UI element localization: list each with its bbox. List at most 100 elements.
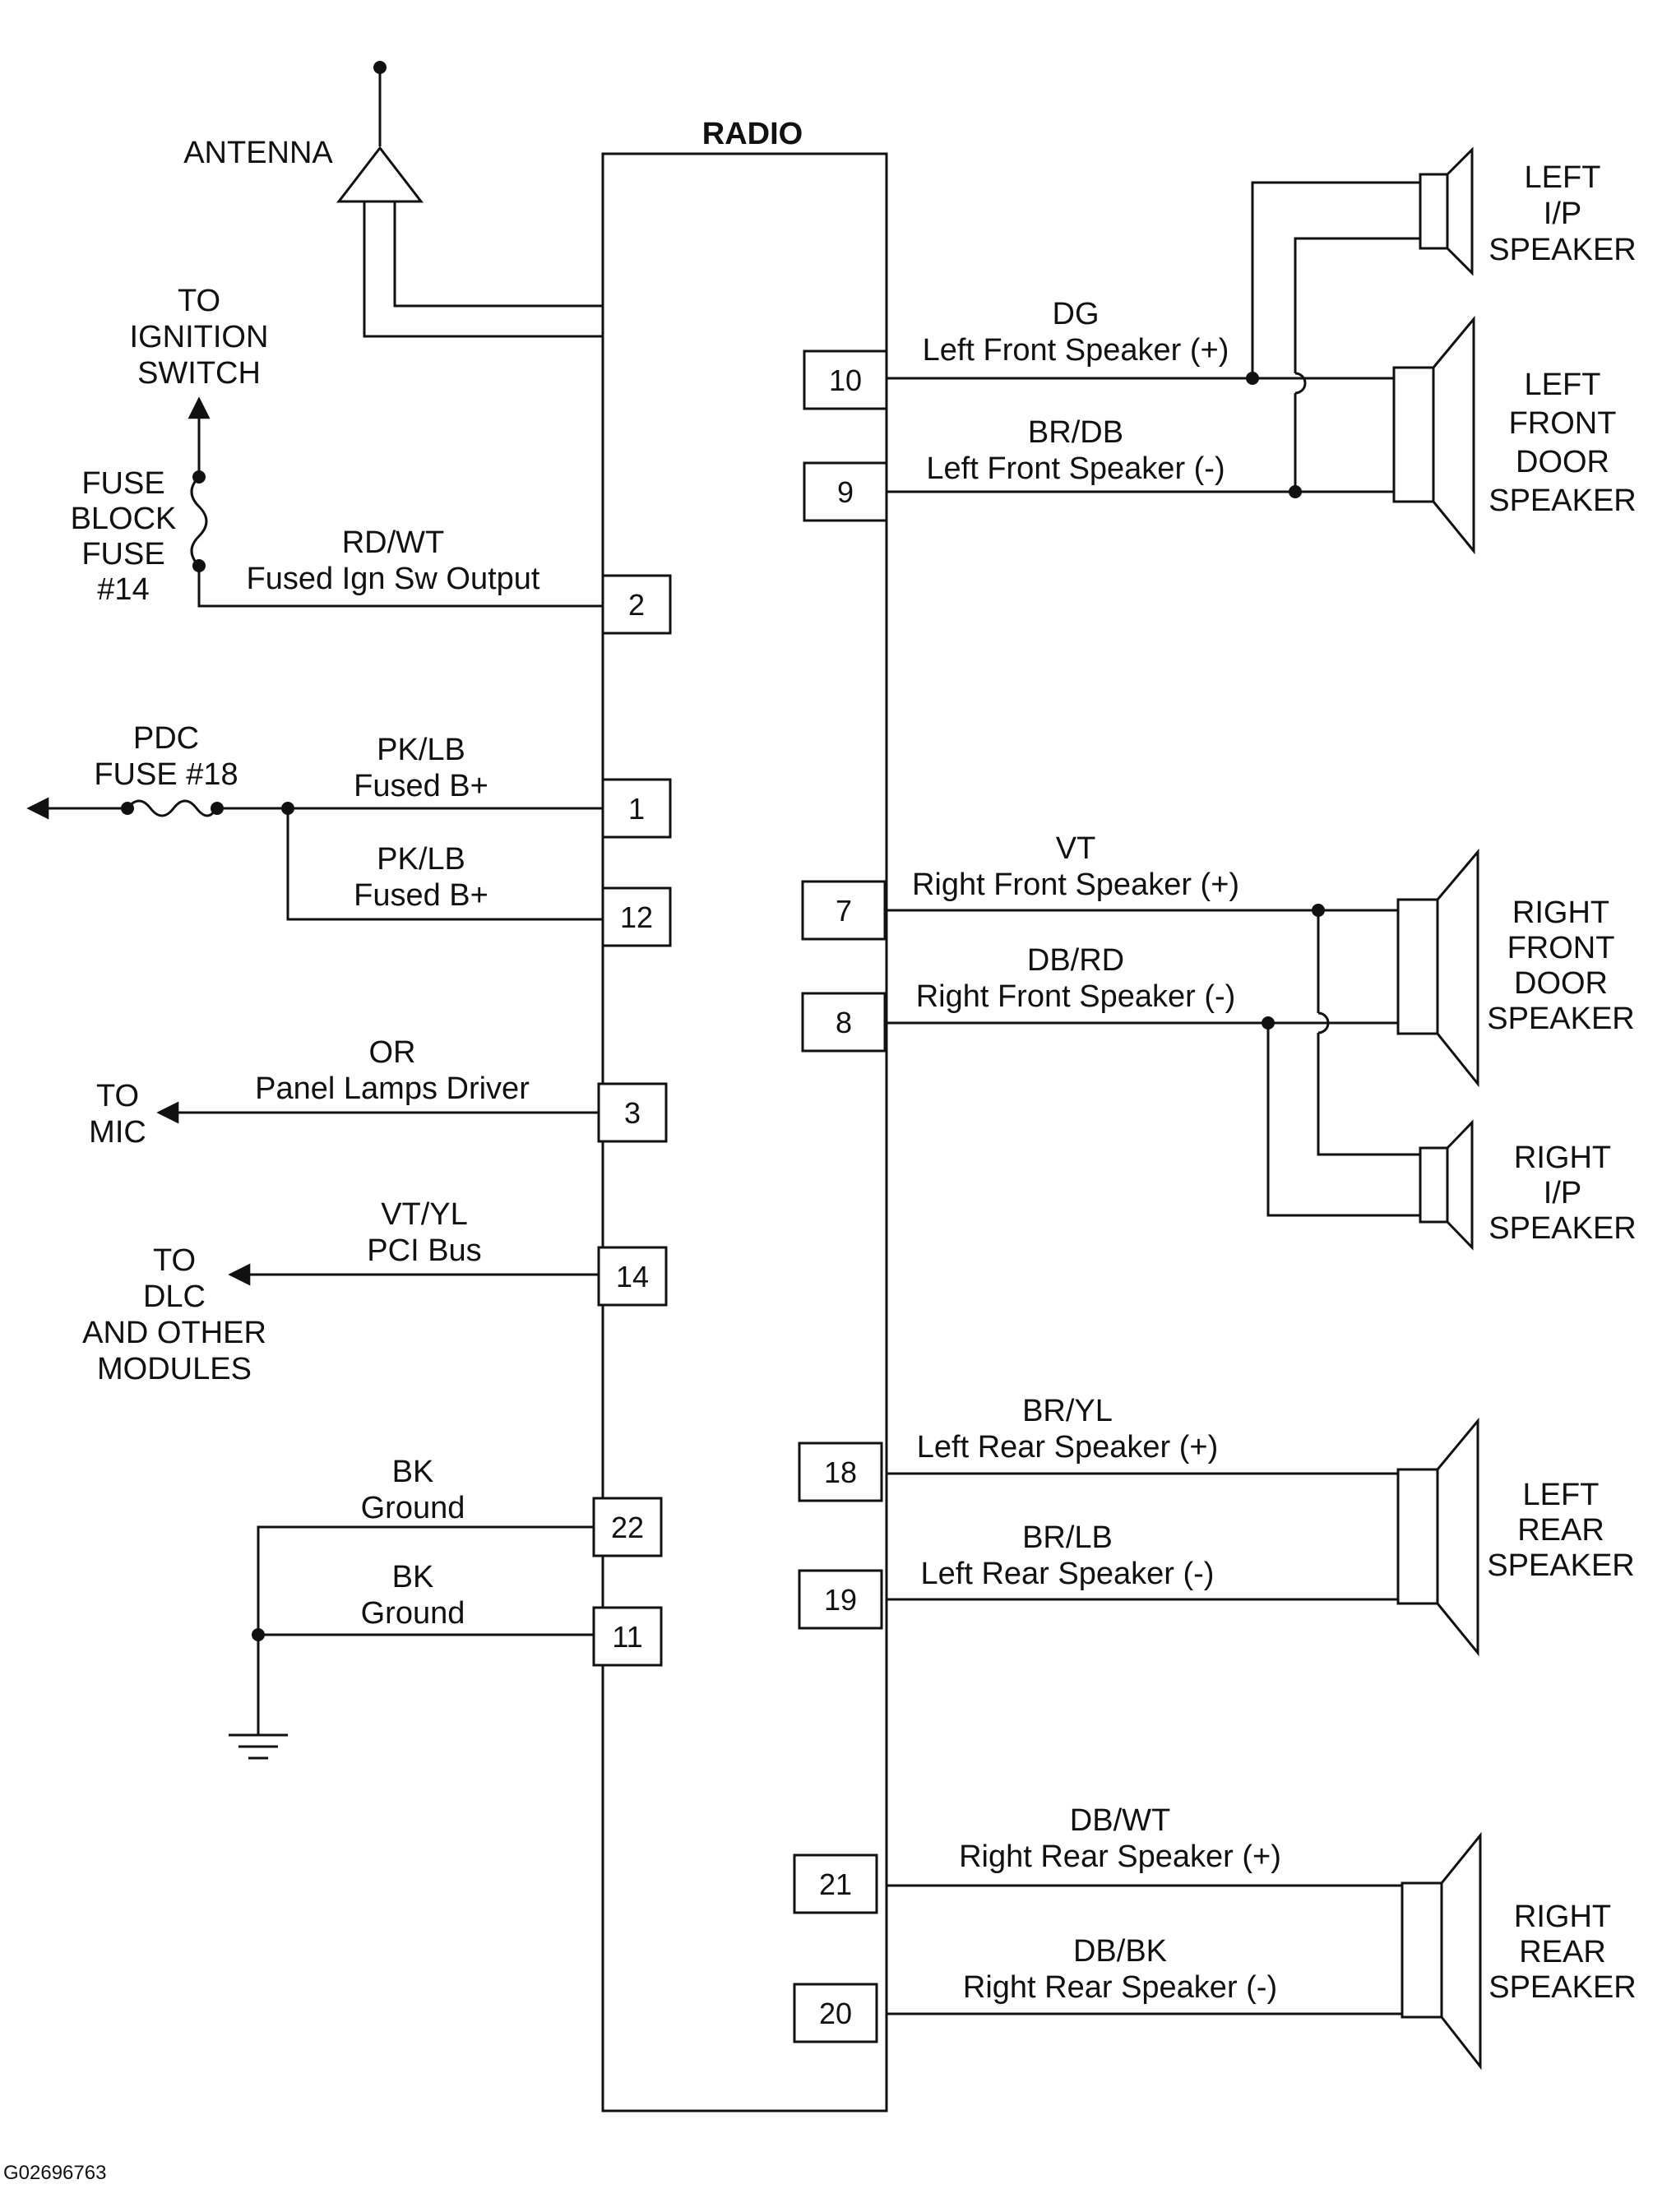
wire-p19-color: BR/LB (1022, 1520, 1113, 1555)
fuse-block-label-2: BLOCK (71, 502, 177, 536)
wire-p14-desc: PCI Bus (367, 1233, 481, 1268)
speaker-icon (1396, 848, 1479, 1088)
ignition-label-1: TO (178, 284, 220, 318)
ignition-label-3: SWITCH (137, 356, 261, 391)
right-front-door-label-2: FRONT (1507, 931, 1615, 965)
ground-icon (229, 1733, 288, 1760)
right-ip-label-1: RIGHT (1514, 1141, 1611, 1175)
left-rear-label-1: LEFT (1523, 1478, 1600, 1512)
right-front-door-label-3: DOOR (1514, 966, 1608, 1001)
ground-circuit: BK Ground BK Ground (229, 1455, 603, 1760)
wire-p3-color: OR (369, 1035, 416, 1070)
pin-label: 21 (819, 1867, 852, 1901)
ignition-label-2: IGNITION (130, 320, 269, 354)
left-front-door-label-2: FRONT (1509, 406, 1617, 441)
speaker-icon (1396, 1417, 1479, 1657)
pdc-label-1: PDC (133, 721, 199, 756)
right-ip-speaker: RIGHT I/P SPEAKER (1419, 1119, 1637, 1251)
antenna-icon (336, 146, 424, 203)
speaker-icon (1401, 1831, 1482, 2071)
left-ip-speaker: LEFT I/P SPEAKER (1419, 146, 1637, 276)
speaker-icon (1419, 1119, 1474, 1251)
pin-2: 2 (601, 574, 672, 635)
pin-1: 1 (601, 778, 672, 839)
wire-p9-desc: Left Front Speaker (-) (926, 451, 1225, 486)
fuse-block-label-3: FUSE (81, 537, 164, 572)
pdc-label-2: FUSE #18 (94, 757, 238, 792)
pin-label: 11 (612, 1620, 642, 1654)
pin-8: 8 (801, 992, 887, 1053)
wire-p3-desc: Panel Lamps Driver (255, 1071, 530, 1106)
wire-p22-desc: Ground (361, 1491, 465, 1525)
right-ip-label-3: SPEAKER (1488, 1211, 1637, 1246)
wire-p8-color: DB/RD (1027, 943, 1124, 978)
pin-label: 12 (620, 900, 653, 934)
wire-p1-desc: Fused B+ (354, 769, 488, 803)
pci-bus-circuit: TO DLC AND OTHER MODULES VT/YL PCI Bus (82, 1197, 603, 1386)
pin-label: 10 (829, 363, 862, 397)
right-rear-label-2: REAR (1519, 1935, 1606, 1969)
wire-p22-color: BK (392, 1455, 434, 1489)
wire-p7-color: VT (1056, 831, 1096, 866)
left-rear-label-3: SPEAKER (1487, 1548, 1635, 1583)
pin-label: 18 (824, 1455, 857, 1489)
panel-lamps-circuit: TO MIC OR Panel Lamps Driver (89, 1035, 603, 1150)
wire-p12-desc: Fused B+ (354, 878, 488, 913)
wire-p21-color: DB/WT (1070, 1803, 1170, 1838)
right-front-circuit: VT Right Front Speaker (+) DB/RD Right F… (887, 831, 1420, 1217)
right-front-door-label-1: RIGHT (1512, 895, 1609, 930)
speaker-icon (1392, 315, 1475, 555)
pin-7: 7 (801, 880, 887, 941)
pin-20: 20 (793, 1983, 878, 2043)
right-rear-circuit: DB/WT Right Rear Speaker (+) DB/BK Right… (887, 1803, 1402, 2015)
wire-p1-color: PK/LB (377, 733, 465, 767)
antenna: ANTENNA (183, 61, 603, 338)
pin-19: 19 (798, 1569, 883, 1630)
wire-p12-color: PK/LB (377, 842, 465, 877)
wire-p9-color: BR/DB (1028, 415, 1123, 450)
right-rear-speaker: RIGHT REAR SPEAKER (1401, 1831, 1637, 2071)
pin-label: 1 (628, 792, 645, 826)
wire-p8-desc: Right Front Speaker (-) (916, 979, 1236, 1014)
battery-circuit: PDC FUSE #18 PK/LB Fused B+ PK/LB Fused … (26, 721, 603, 921)
wire-p20-color: DB/BK (1073, 1934, 1167, 1969)
wire-p19-desc: Left Rear Speaker (-) (921, 1557, 1215, 1591)
wire-p2-desc: Fused Ign Sw Output (247, 562, 540, 596)
speaker-icon (1419, 146, 1474, 276)
left-front-door-label-3: DOOR (1516, 445, 1609, 479)
left-ip-label-2: I/P (1544, 197, 1581, 231)
pin-9: 9 (803, 461, 888, 522)
right-front-door-label-4: SPEAKER (1487, 1002, 1635, 1036)
to-mic-label-1: TO (96, 1079, 139, 1113)
pin-11: 11 (592, 1606, 663, 1667)
fuse-block-label-1: FUSE (81, 466, 164, 501)
wire-p11-color: BK (392, 1560, 434, 1594)
pin-label: 2 (628, 588, 645, 622)
ignition-circuit: TO IGNITION SWITCH FUSE BLOCK FUSE #14 R… (71, 284, 603, 608)
wire-p20-desc: Right Rear Speaker (-) (963, 1970, 1277, 2005)
wire-p14-color: VT/YL (381, 1197, 468, 1232)
left-rear-label-2: REAR (1517, 1513, 1604, 1548)
pin-label: 19 (824, 1583, 857, 1617)
left-rear-speaker: LEFT REAR SPEAKER (1396, 1417, 1635, 1657)
left-ip-label-1: LEFT (1525, 160, 1601, 195)
figure-id: G02696763 (3, 2162, 106, 2184)
right-ip-label-2: I/P (1544, 1176, 1581, 1210)
wire-p18-color: BR/YL (1022, 1394, 1113, 1428)
pin-label: 20 (819, 1997, 852, 2030)
wire-p10-desc: Left Front Speaker (+) (923, 333, 1229, 368)
to-mic-label-2: MIC (89, 1115, 146, 1150)
left-front-door-speaker: LEFT FRONT DOOR SPEAKER (1392, 315, 1637, 555)
right-rear-label-3: SPEAKER (1488, 1970, 1637, 2005)
left-front-door-label-4: SPEAKER (1488, 484, 1637, 518)
wire-p10-color: DG (1053, 297, 1100, 331)
pin-22: 22 (592, 1497, 663, 1557)
pin-14: 14 (597, 1246, 668, 1307)
pin-21: 21 (793, 1853, 878, 1914)
to-dlc-label-4: MODULES (97, 1352, 252, 1386)
fuse-18-icon (126, 799, 218, 817)
wire-p2-color: RD/WT (342, 525, 445, 560)
wire-p11-desc: Ground (361, 1596, 465, 1631)
wire-p21-desc: Right Rear Speaker (+) (959, 1839, 1281, 1874)
